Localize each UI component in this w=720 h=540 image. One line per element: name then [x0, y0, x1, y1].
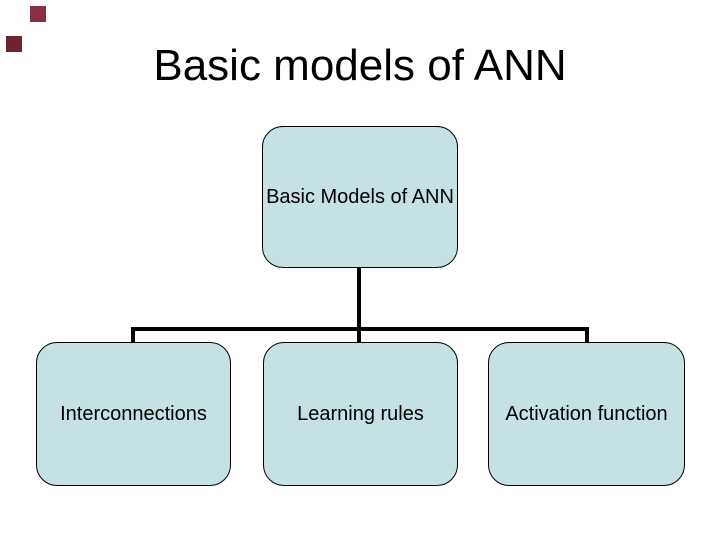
connector-horizontal-bus — [131, 327, 589, 331]
diagram-node-root-label: Basic Models of ANN — [266, 185, 454, 208]
diagram-node-learning-rules-label: Learning rules — [297, 402, 424, 425]
diagram-node-root: Basic Models of ANN — [262, 126, 458, 268]
connector-drop-left — [131, 327, 135, 342]
deco-square-top — [30, 6, 46, 22]
diagram-node-activation-function-label: Activation function — [505, 402, 668, 425]
diagram-node-interconnections-label: Interconnections — [60, 402, 207, 425]
connector-drop-right — [585, 327, 589, 342]
diagram-node-activation-function: Activation function — [488, 342, 685, 486]
diagram-node-learning-rules: Learning rules — [263, 342, 458, 486]
slide-title: Basic models of ANN — [153, 41, 567, 90]
connector-root-drop — [357, 268, 361, 342]
diagram-node-interconnections: Interconnections — [36, 342, 231, 486]
deco-square-left — [6, 36, 22, 52]
